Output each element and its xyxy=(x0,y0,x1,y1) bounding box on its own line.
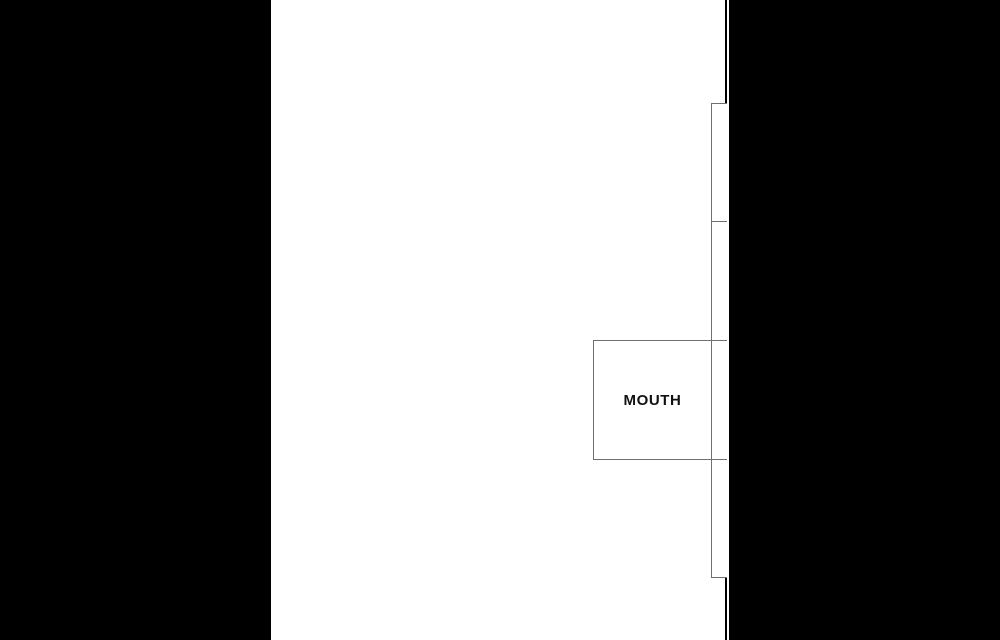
page-edge-highlight-line xyxy=(727,0,729,640)
dice-face-label: MOUTH xyxy=(623,391,682,409)
dice-face-middle-left: MOUTH xyxy=(593,340,712,460)
left-black-panel xyxy=(0,0,271,640)
white-page: DICE 2 CUNT BUTT MOUTH TITS FACE CLIT xyxy=(271,0,949,640)
right-black-panel xyxy=(729,0,1000,640)
